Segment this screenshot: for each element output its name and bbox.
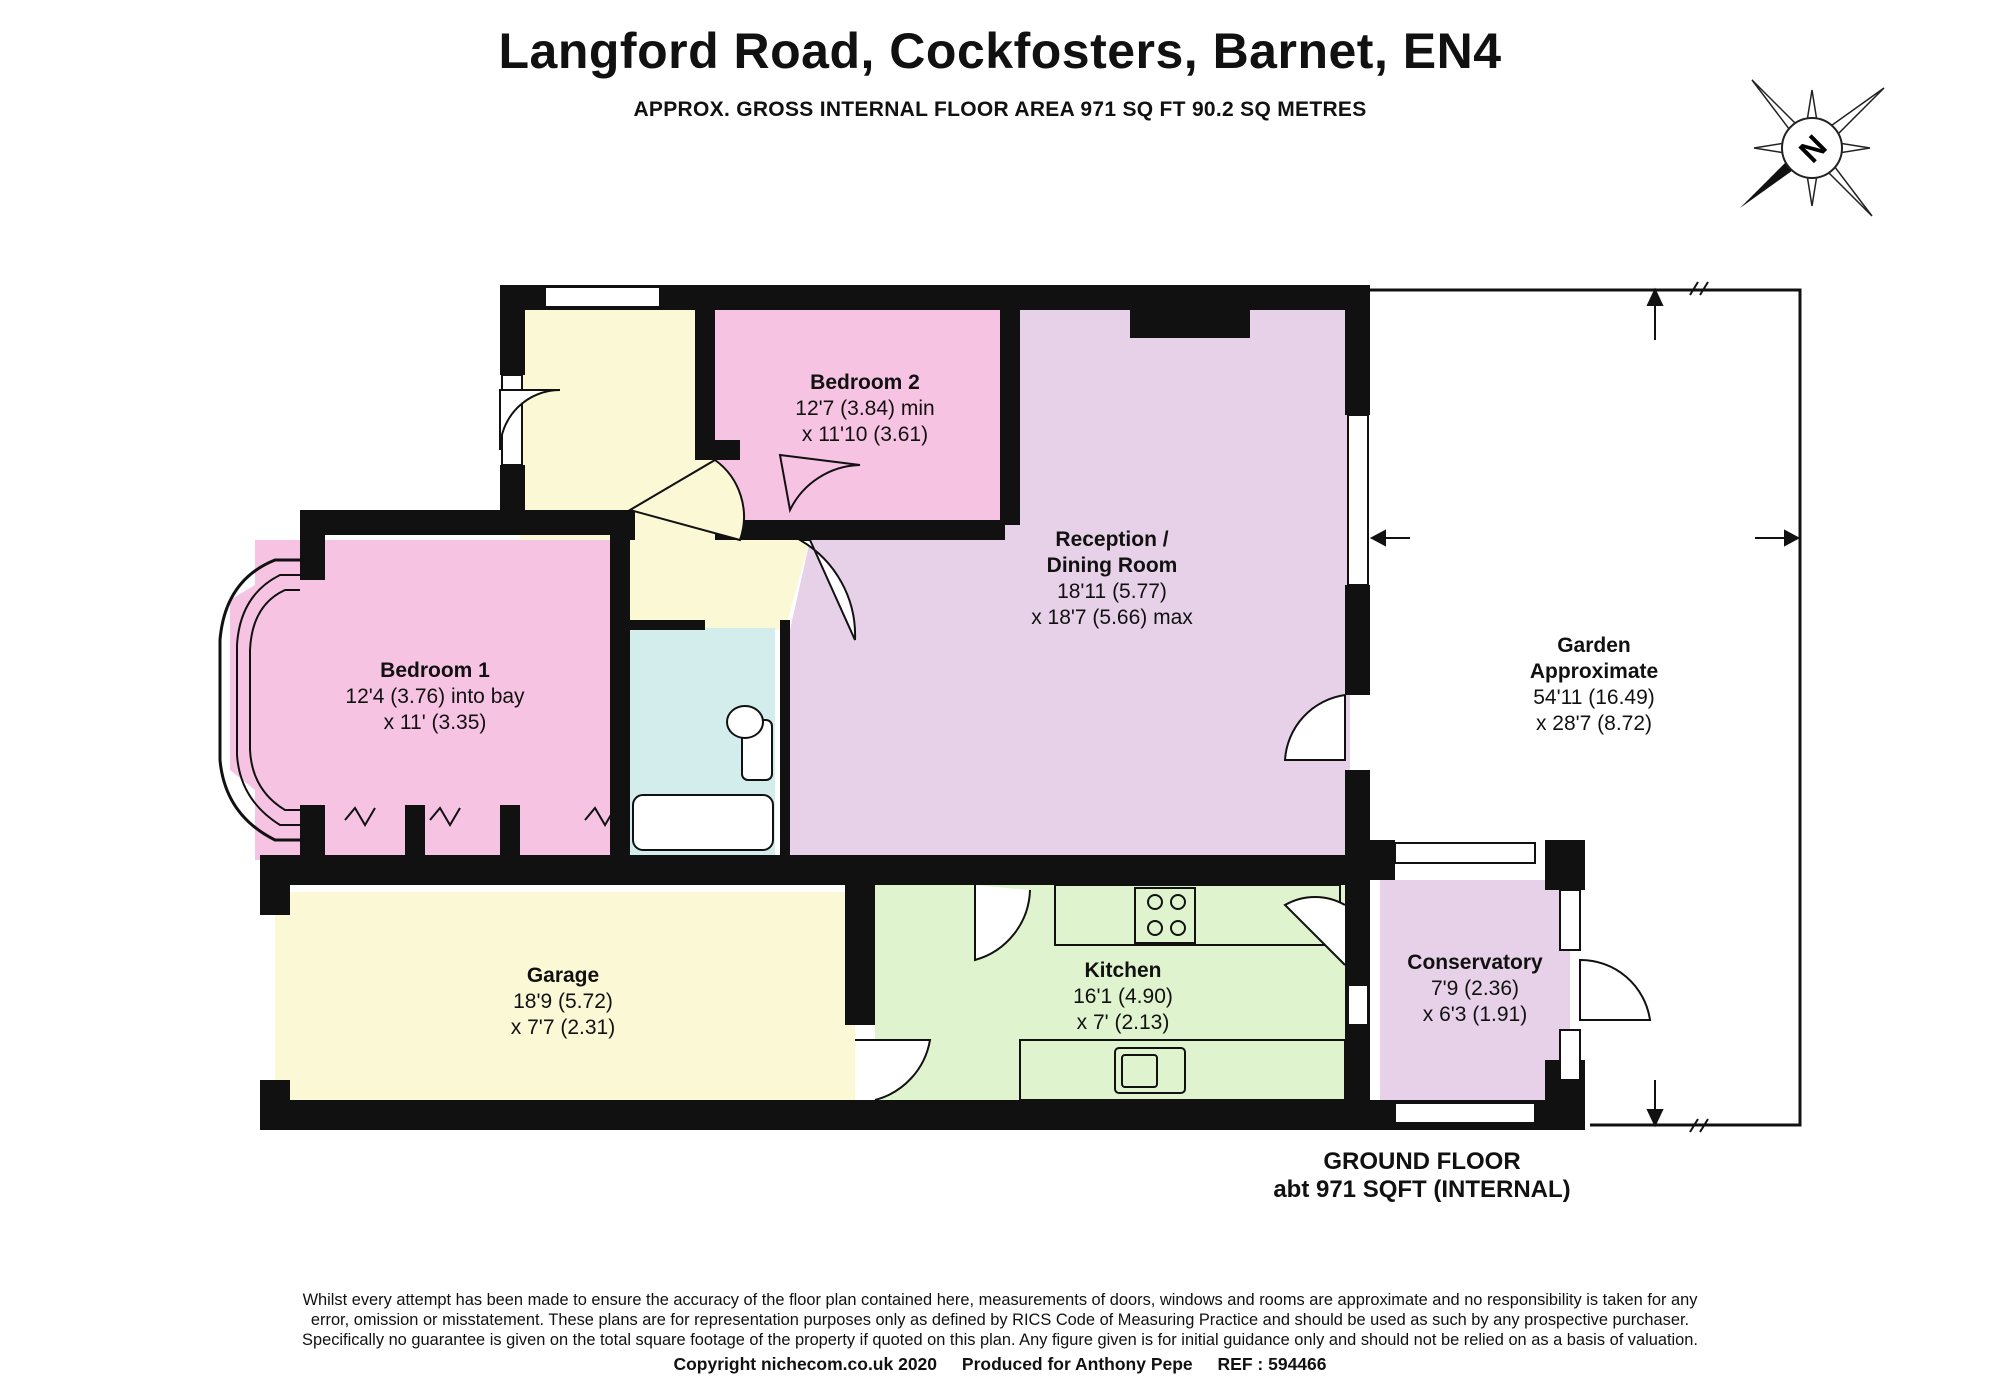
room-label-conservatory: Conservatory 7'9 (2.36) x 6'3 (1.91) bbox=[1407, 950, 1542, 1028]
bedroom2-dim2: x 11'10 (3.61) bbox=[801, 423, 929, 446]
doors bbox=[499, 389, 1652, 1101]
garden-name-line1: Garden bbox=[1557, 634, 1631, 657]
bedroom2-name: Bedroom 2 bbox=[810, 371, 920, 394]
room-label-garden: Garden Approximate 54'11 (16.49) x 28'7 … bbox=[1530, 633, 1658, 737]
kitchen-dim2: x 7' (2.13) bbox=[1076, 1011, 1170, 1034]
footer-produced-for: Produced for Anthony Pepe bbox=[961, 1354, 1193, 1374]
kitchen-fittings bbox=[1019, 884, 1346, 1101]
garden-dim1: 54'11 (16.49) bbox=[1533, 686, 1655, 709]
room-label-bedroom2: Bedroom 2 12'7 (3.84) min x 11'10 (3.61) bbox=[795, 370, 934, 448]
bathroom-fittings bbox=[632, 705, 774, 851]
room-label-kitchen: Kitchen 16'1 (4.90) x 7' (2.13) bbox=[1073, 958, 1173, 1036]
footer: Copyright nichecom.co.uk 2020 Produced f… bbox=[0, 1354, 2000, 1375]
bay-window bbox=[218, 558, 300, 842]
reception-fill bbox=[790, 310, 1350, 860]
disclaimer-line: Whilst every attempt has been made to en… bbox=[302, 1291, 1698, 1309]
conservatory-dim2: x 6'3 (1.91) bbox=[1422, 1003, 1528, 1026]
compass-icon: N bbox=[1740, 79, 1885, 217]
garage-name: Garage bbox=[526, 964, 600, 987]
room-label-reception: Reception / Dining Room 18'11 (5.77) x 1… bbox=[1031, 527, 1193, 631]
kitchen-dim1: 16'1 (4.90) bbox=[1073, 985, 1173, 1008]
floor-area-subtitle: APPROX. GROSS INTERNAL FLOOR AREA 971 SQ… bbox=[633, 98, 1367, 121]
garage-dim1: 18'9 (5.72) bbox=[513, 990, 613, 1013]
garden-dim2: x 28'7 (8.72) bbox=[1535, 712, 1653, 735]
garden-dimension-arrows bbox=[1369, 287, 1801, 1128]
kitchen-name: Kitchen bbox=[1084, 959, 1162, 982]
footer-copyright: Copyright nichecom.co.uk 2020 bbox=[673, 1354, 938, 1374]
reception-dim2: x 18'7 (5.66) max bbox=[1031, 606, 1193, 629]
garage-dim2: x 7'7 (2.31) bbox=[510, 1016, 616, 1039]
reception-name-line1: Reception / bbox=[1055, 528, 1169, 551]
plan-title: Langford Road, Cockfosters, Barnet, EN4 bbox=[498, 23, 1502, 79]
bedroom2-dim1: 12'7 (3.84) min bbox=[795, 397, 935, 420]
conservatory-fill bbox=[1380, 880, 1570, 1100]
conservatory-dim1: 7'9 (2.36) bbox=[1430, 977, 1520, 1000]
wardrobes bbox=[405, 805, 520, 860]
footer-ref: REF : 594466 bbox=[1217, 1354, 1327, 1374]
bedroom2-fill bbox=[715, 310, 1005, 525]
conservatory-name: Conservatory bbox=[1407, 951, 1543, 974]
room-label-bedroom1: Bedroom 1 12'4 (3.76) into bay x 11' (3.… bbox=[345, 658, 524, 736]
garden-name-line2: Approximate bbox=[1529, 660, 1659, 683]
room-label-garage: Garage 18'9 (5.72) x 7'7 (2.31) bbox=[511, 963, 615, 1041]
reception-name-line2: Dining Room bbox=[1046, 554, 1178, 577]
disclaimer-line: error, omission or misstatement. These p… bbox=[310, 1311, 1690, 1329]
floor-name: GROUND FLOOR bbox=[1323, 1148, 1521, 1175]
disclaimer: Whilst every attempt has been made to en… bbox=[150, 1290, 1850, 1350]
kitchen-fill bbox=[875, 885, 1345, 1102]
bedroom1-dim1: 12'4 (3.76) into bay bbox=[345, 685, 525, 708]
disclaimer-line: Specifically no guarantee is given on th… bbox=[302, 1331, 1698, 1349]
reception-dim1: 18'11 (5.77) bbox=[1057, 580, 1167, 603]
bedroom1-fill bbox=[230, 540, 615, 860]
walls bbox=[260, 285, 1585, 1130]
bedroom1-name: Bedroom 1 bbox=[380, 659, 490, 682]
floor-caption: GROUND FLOOR abt 971 SQFT (INTERNAL) bbox=[1262, 1148, 1582, 1204]
garage-fill bbox=[275, 892, 855, 1102]
floor-area: abt 971 SQFT (INTERNAL) bbox=[1273, 1176, 1571, 1203]
bedroom1-dim2: x 11' (3.35) bbox=[383, 711, 487, 734]
